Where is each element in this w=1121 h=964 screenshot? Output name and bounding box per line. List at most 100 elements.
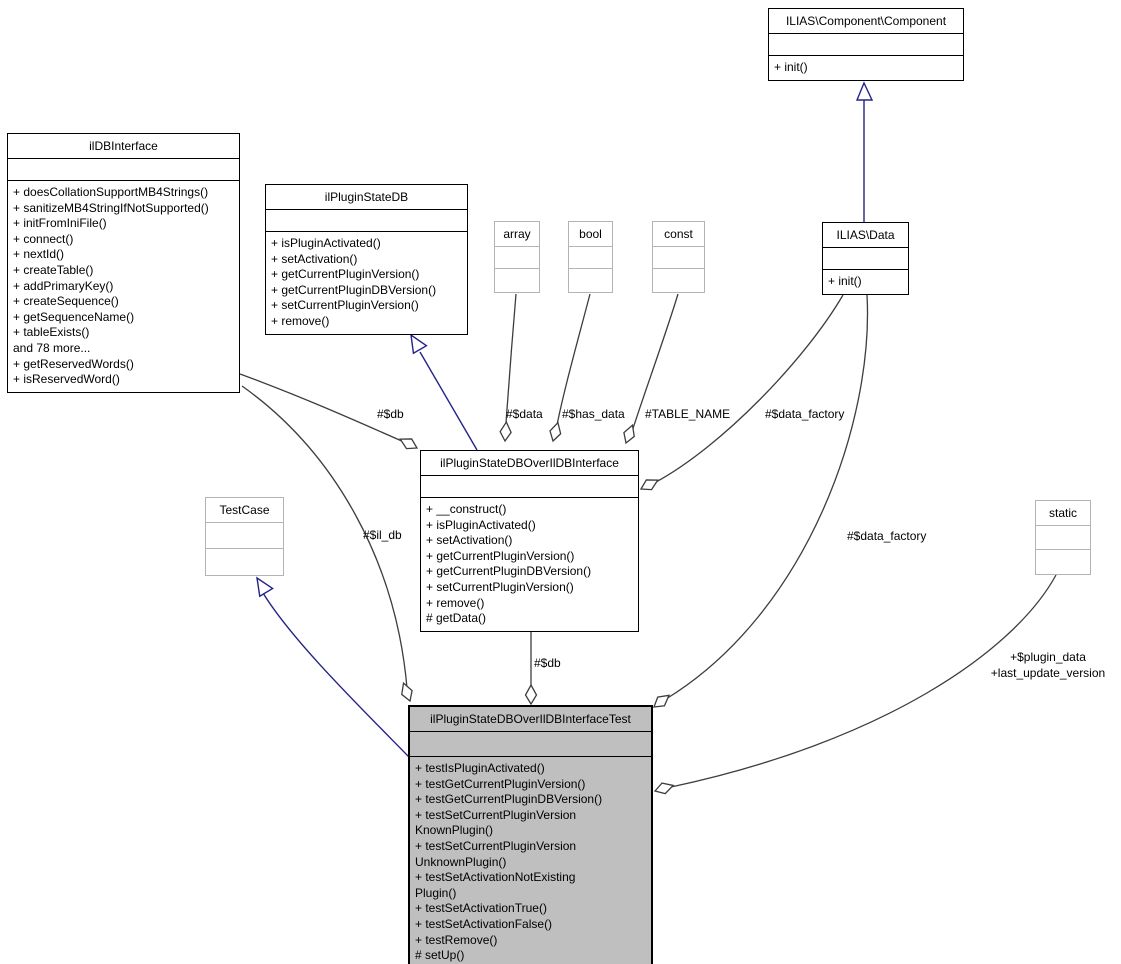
edge-test-inherits-testcase	[262, 592, 410, 758]
class-box-ilpluginstatedboverildbinterfacetest: ilPluginStateDBOverIlDBInterfaceTest + t…	[408, 705, 653, 964]
edge-label-data-factory-right: #$data_factory	[847, 529, 927, 543]
class-attributes-empty	[653, 247, 704, 269]
inheritance-arrow-icon	[410, 333, 428, 355]
class-box-iliasdata: ILIAS\Data + init()	[822, 222, 909, 295]
class-methods: + isPluginActivated() + setActivation() …	[266, 232, 467, 334]
class-box-testcase: TestCase	[205, 497, 284, 576]
class-attributes-empty	[495, 247, 539, 269]
edge-const-to-central	[629, 293, 679, 439]
class-attributes-empty	[421, 476, 638, 498]
method-line: + initFromIniFile()	[13, 216, 107, 231]
class-methods: + init()	[823, 270, 908, 294]
method-line: + getReservedWords()	[13, 356, 134, 371]
method-line: + testSetActivationNotExisting	[415, 870, 576, 885]
edge-static-to-test	[670, 574, 1057, 788]
class-title: array	[495, 222, 539, 247]
class-box-ilpluginstatedb: ilPluginStateDB + isPluginActivated() + …	[265, 184, 468, 335]
method-line: + testGetCurrentPluginDBVersion()	[415, 792, 603, 807]
edge-label-il-db: #$il_db	[363, 528, 402, 542]
method-line: + getCurrentPluginDBVersion()	[426, 564, 592, 579]
class-methods-empty	[653, 269, 704, 292]
class-box-array: array	[494, 221, 540, 293]
method-line: + getSequenceName()	[13, 309, 135, 324]
class-attributes-empty	[1036, 526, 1090, 550]
class-methods: + testIsPluginActivated() + testGetCurre…	[410, 757, 651, 964]
class-methods: + __construct() + isPluginActivated() + …	[421, 498, 638, 631]
method-line: KnownPlugin()	[415, 823, 494, 838]
inheritance-arrow-icon	[855, 81, 874, 101]
method-line: + doesCollationSupportMB4Strings()	[13, 185, 209, 199]
class-title: ilDBInterface	[8, 134, 239, 159]
method-line: + getCurrentPluginDBVersion()	[271, 282, 437, 297]
inheritance-arrow-icon	[256, 576, 274, 598]
class-attributes-empty	[823, 248, 908, 270]
method-line: + sanitizeMB4StringIfNotSupported()	[13, 200, 209, 215]
class-title: bool	[569, 222, 612, 247]
class-methods-empty	[569, 269, 612, 292]
class-box-static: static	[1035, 500, 1091, 575]
class-box-bool: bool	[568, 221, 613, 293]
edge-label-db-mid: #$db	[534, 656, 561, 670]
class-box-ildbinterface: ilDBInterface + doesCollationSupportMB4S…	[7, 133, 240, 393]
method-line: + __construct()	[426, 502, 507, 516]
aggregation-diamond-icon	[499, 420, 512, 443]
method-line: + createTable()	[13, 262, 94, 277]
class-title: const	[653, 222, 704, 247]
method-line: + isPluginActivated()	[426, 517, 536, 532]
method-line: + init()	[828, 274, 862, 288]
method-line: UnknownPlugin()	[415, 854, 507, 869]
edge-ildbinterface-to-test	[241, 385, 408, 689]
method-line: + connect()	[13, 231, 74, 246]
edge-label-plugin-data: +$plugin_data +last_update_version	[982, 649, 1114, 681]
edge-iliasdata-to-central	[655, 294, 844, 483]
method-line: + setCurrentPluginVersion()	[271, 298, 419, 313]
edge-label-table-name: #TABLE_NAME	[645, 407, 731, 421]
class-attributes-empty	[569, 247, 612, 269]
edge-central-inherits-ilpluginstatedb	[419, 351, 478, 451]
method-line: # setUp()	[415, 948, 465, 963]
method-line: + setActivation()	[271, 251, 358, 266]
method-line: + testSetCurrentPluginVersion	[415, 838, 577, 853]
class-title: static	[1036, 501, 1090, 526]
method-line: + testRemove()	[415, 932, 498, 947]
method-line: + createSequence()	[13, 294, 119, 309]
method-line: + testIsPluginActivated()	[415, 761, 545, 775]
aggregation-diamond-icon	[653, 694, 671, 708]
class-methods-empty	[1036, 550, 1090, 574]
edge-ildbinterface-to-central	[239, 373, 405, 443]
class-methods-empty	[206, 549, 283, 575]
method-line: + testSetActivationTrue()	[415, 901, 547, 916]
edge-label-plugin-data-line2: +last_update_version	[990, 666, 1106, 680]
aggregation-diamond-icon	[653, 782, 675, 795]
edge-label-has-data: #$has_data	[562, 407, 625, 421]
class-title: TestCase	[206, 498, 283, 523]
method-line: + getCurrentPluginVersion()	[271, 267, 420, 282]
class-title: ILIAS\Data	[823, 223, 908, 248]
method-line: # getData()	[426, 611, 487, 626]
class-box-const: const	[652, 221, 705, 293]
class-title: ilPluginStateDB	[266, 185, 467, 210]
class-methods: + init()	[769, 56, 963, 80]
class-title: ilPluginStateDBOverIlDBInterface	[421, 451, 638, 476]
class-attributes-empty	[206, 523, 283, 549]
method-line: + testSetActivationFalse()	[415, 916, 553, 931]
aggregation-diamond-icon	[524, 683, 538, 706]
class-box-component: ILIAS\Component\Component + init()	[768, 8, 964, 81]
method-line: + isPluginActivated()	[271, 236, 381, 250]
class-title: ILIAS\Component\Component	[769, 9, 963, 34]
edge-label-data-factory-top: #$data_factory	[765, 407, 845, 421]
class-title: ilPluginStateDBOverIlDBInterfaceTest	[410, 707, 651, 732]
aggregation-diamond-icon	[623, 423, 635, 445]
method-line: + nextId()	[13, 247, 65, 262]
aggregation-diamond-icon	[639, 479, 659, 491]
method-line: + init()	[774, 60, 808, 74]
class-attributes-empty	[266, 210, 467, 232]
class-attributes-empty	[8, 159, 239, 181]
edge-label-data: #$data	[506, 407, 543, 421]
edge-label-db-left: #$db	[377, 407, 404, 421]
class-box-ilpluginstatedboverildbinterface: ilPluginStateDBOverIlDBInterface + __con…	[420, 450, 639, 632]
method-line: + remove()	[271, 313, 330, 328]
method-line: and 78 more...	[13, 340, 91, 355]
